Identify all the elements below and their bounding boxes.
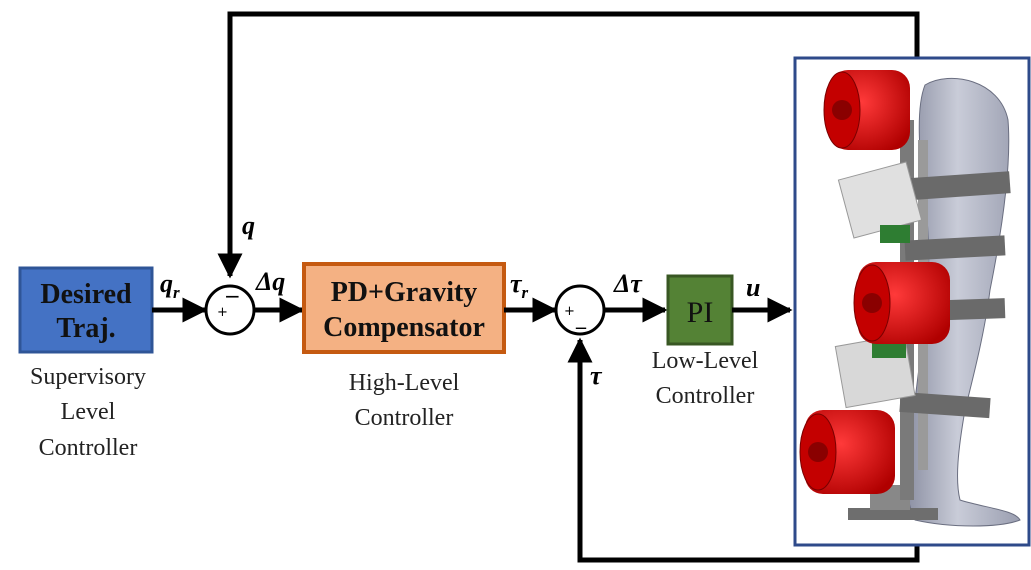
robot-exoskeleton-image bbox=[793, 56, 1031, 547]
svg-text:Low-Level: Low-Level bbox=[652, 348, 759, 374]
summer2-plus: + bbox=[564, 304, 575, 319]
caption-supervisory: Supervisory Level Controller bbox=[30, 364, 146, 461]
motor-knee bbox=[853, 262, 950, 344]
feedback-line-tau bbox=[567, 337, 920, 563]
pd-line2: Compensator bbox=[323, 312, 485, 343]
desired-traj-block: Desired Traj. bbox=[18, 266, 154, 354]
signal-dq: Δq bbox=[255, 267, 285, 296]
motor-hip bbox=[823, 70, 910, 150]
svg-text:High-Level: High-Level bbox=[349, 370, 460, 396]
summer2-minus: _ bbox=[575, 305, 587, 329]
signal-taur: τr bbox=[510, 269, 529, 302]
signal-qr: qr bbox=[160, 269, 180, 302]
signal-q: q bbox=[242, 211, 255, 240]
svg-text:Controller: Controller bbox=[656, 383, 755, 409]
signal-tau: τ bbox=[590, 361, 603, 390]
caption-low-level: Low-Level Controller bbox=[652, 348, 759, 409]
summer-1: + − bbox=[204, 284, 256, 336]
svg-text:Controller: Controller bbox=[39, 435, 138, 461]
signal-dtau: Δτ bbox=[613, 269, 643, 298]
caption-high-level: High-Level Controller bbox=[349, 370, 460, 431]
desired-line1: Desired bbox=[40, 279, 132, 310]
pd-line1: PD+Gravity bbox=[331, 277, 478, 308]
pd-gravity-block: PD+Gravity Compensator bbox=[302, 262, 506, 354]
summer-2: + _ bbox=[554, 284, 606, 336]
pi-label: PI bbox=[687, 296, 714, 329]
feedback-line-q bbox=[217, 11, 920, 279]
signal-u: u bbox=[746, 273, 760, 302]
svg-text:Controller: Controller bbox=[355, 405, 454, 431]
summer1-minus: − bbox=[224, 284, 241, 308]
svg-text:Supervisory: Supervisory bbox=[30, 364, 146, 390]
motor-ankle bbox=[799, 410, 895, 494]
desired-line2: Traj. bbox=[56, 313, 115, 344]
summer1-plus: + bbox=[217, 305, 228, 320]
pi-block: PI bbox=[666, 274, 734, 346]
svg-text:Level: Level bbox=[61, 399, 116, 425]
